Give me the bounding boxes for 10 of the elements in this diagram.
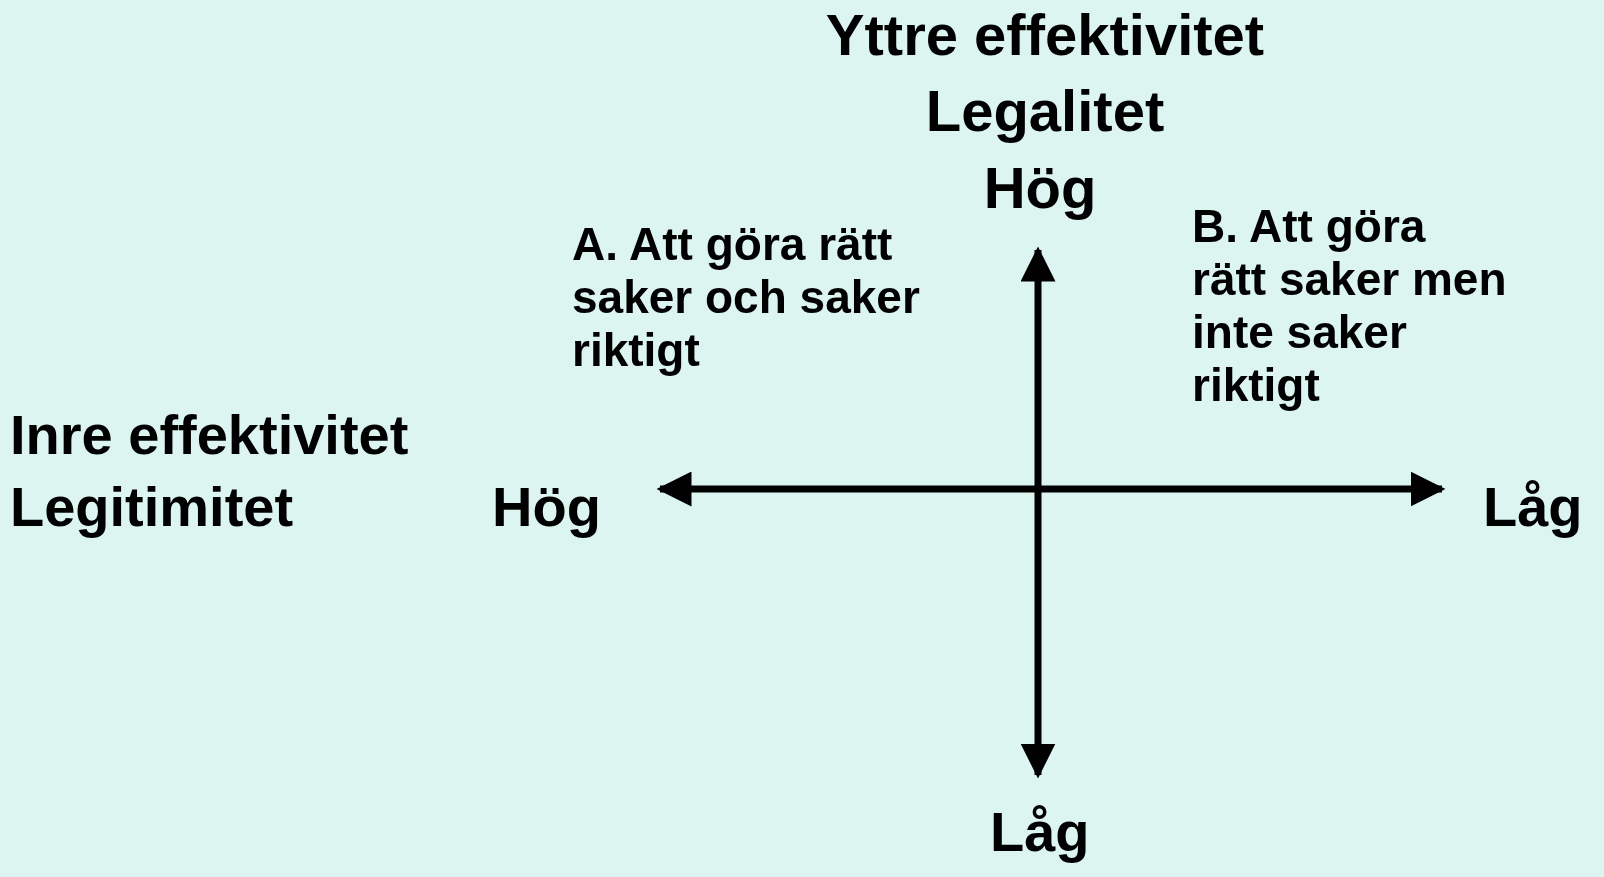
quadrant-description: A. Att göra rätt saker och saker riktigt: [572, 218, 921, 377]
axis-title: Inre effektivitet: [10, 403, 409, 468]
axis-title: Yttre effektivitet: [824, 2, 1266, 69]
axis-title: Legalitet: [924, 78, 1166, 145]
quadrant-description: B. Att göra rätt saker men inte saker riktigt: [1192, 200, 1508, 412]
axis-end-label: Låg: [1483, 475, 1583, 540]
axis-end-label: Hög: [492, 475, 601, 540]
axis-title: Legitimitet: [10, 475, 294, 540]
axis-end-label: Låg: [990, 800, 1090, 865]
axis-end-label: Hög: [982, 155, 1098, 222]
